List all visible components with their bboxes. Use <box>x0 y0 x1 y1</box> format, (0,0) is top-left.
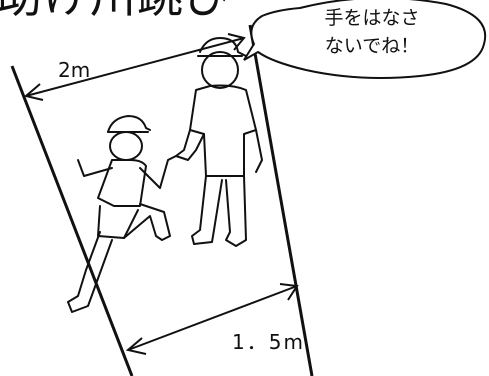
standing-child-figure <box>175 37 263 247</box>
top-width-arrow <box>23 33 246 101</box>
bottom-width-arrow <box>125 283 299 355</box>
river-bank-left <box>10 65 134 376</box>
bottom-width-label: 1．5m <box>232 330 305 354</box>
top-width-label: 2m <box>58 58 91 82</box>
speech-bubble-line-2: ないでね！ <box>324 35 420 57</box>
title: 助け川跳び <box>0 0 231 26</box>
river-bank-right <box>248 24 314 376</box>
speech-bubble-line-1: 手をはなさ <box>324 7 420 29</box>
speech-bubble-shape <box>243 0 487 79</box>
speech-bubble-text: 手をはなさ ないでね！ <box>258 4 486 60</box>
running-child-figure <box>67 115 177 313</box>
